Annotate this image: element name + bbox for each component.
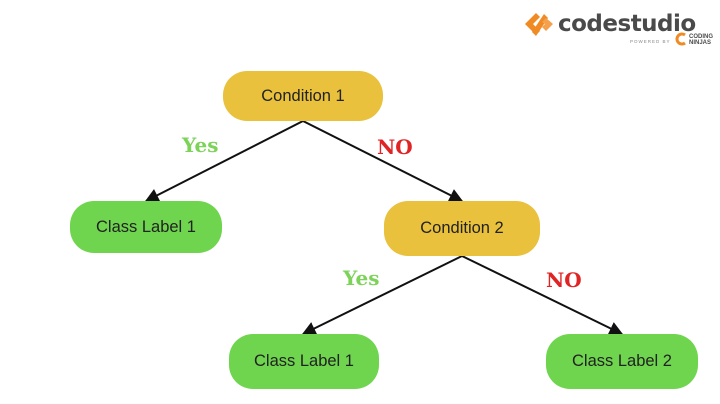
class-label-left-label: Class Label 1 <box>96 217 196 236</box>
code-studio-logo: codestudio POWERED BY CODING NINJAS <box>522 8 718 48</box>
class-label-mid-node: Class Label 1 <box>229 334 379 389</box>
edge-yes-label-2: Yes <box>343 266 380 290</box>
edge-condition1-to-left-leaf <box>144 120 304 202</box>
edge-condition1-to-condition2 <box>302 120 464 202</box>
edge-condition2-to-mid-leaf <box>301 255 463 335</box>
edge-no-label-2: NO <box>546 268 582 292</box>
class-label-mid-label: Class Label 1 <box>254 352 354 370</box>
edge-condition2-to-right-leaf <box>461 255 624 335</box>
coding-ninjas-logo-icon <box>675 32 686 46</box>
code-studio-logo-icon <box>525 13 553 36</box>
powered-by-text: POWERED BY <box>630 39 671 44</box>
condition-1-label: Condition 1 <box>261 86 345 105</box>
condition-2-node: Condition 2 <box>384 201 540 256</box>
edge-no-label-1: NO <box>377 135 413 159</box>
class-label-right-label: Class Label 2 <box>572 352 672 370</box>
partner-name: CODING NINJAS <box>689 34 713 46</box>
condition-2-label: Condition 2 <box>420 219 504 237</box>
class-label-left-node: Class Label 1 <box>70 201 222 253</box>
condition-1-node: Condition 1 <box>223 71 383 121</box>
edge-yes-label-1: Yes <box>182 133 219 157</box>
class-label-right-node: Class Label 2 <box>546 334 698 389</box>
